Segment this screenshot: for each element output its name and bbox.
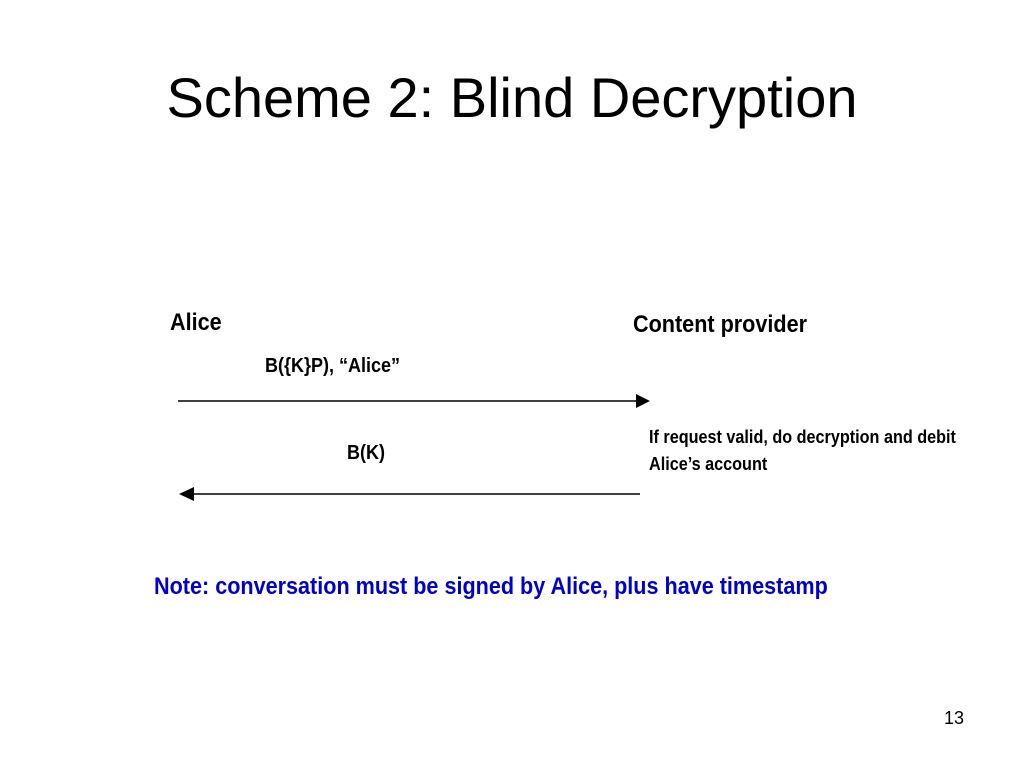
provider-action-text: If request valid, do decryption and debi… [649, 427, 956, 474]
slide-title: Scheme 2: Blind Decryption [166, 66, 858, 129]
page-number: 13 [943, 708, 964, 728]
response-arrow [179, 487, 640, 501]
note-text: Note: conversation must be signed by Ali… [154, 573, 828, 600]
party-alice-label: Alice [170, 309, 222, 336]
party-content-provider-label: Content provider [633, 311, 808, 338]
request-arrow-head [636, 394, 650, 408]
message-request-label: B({K}P), “Alice” [265, 355, 401, 377]
message-response-label: B(K) [347, 442, 385, 464]
request-arrow [178, 394, 650, 408]
response-arrow-head [179, 487, 194, 501]
